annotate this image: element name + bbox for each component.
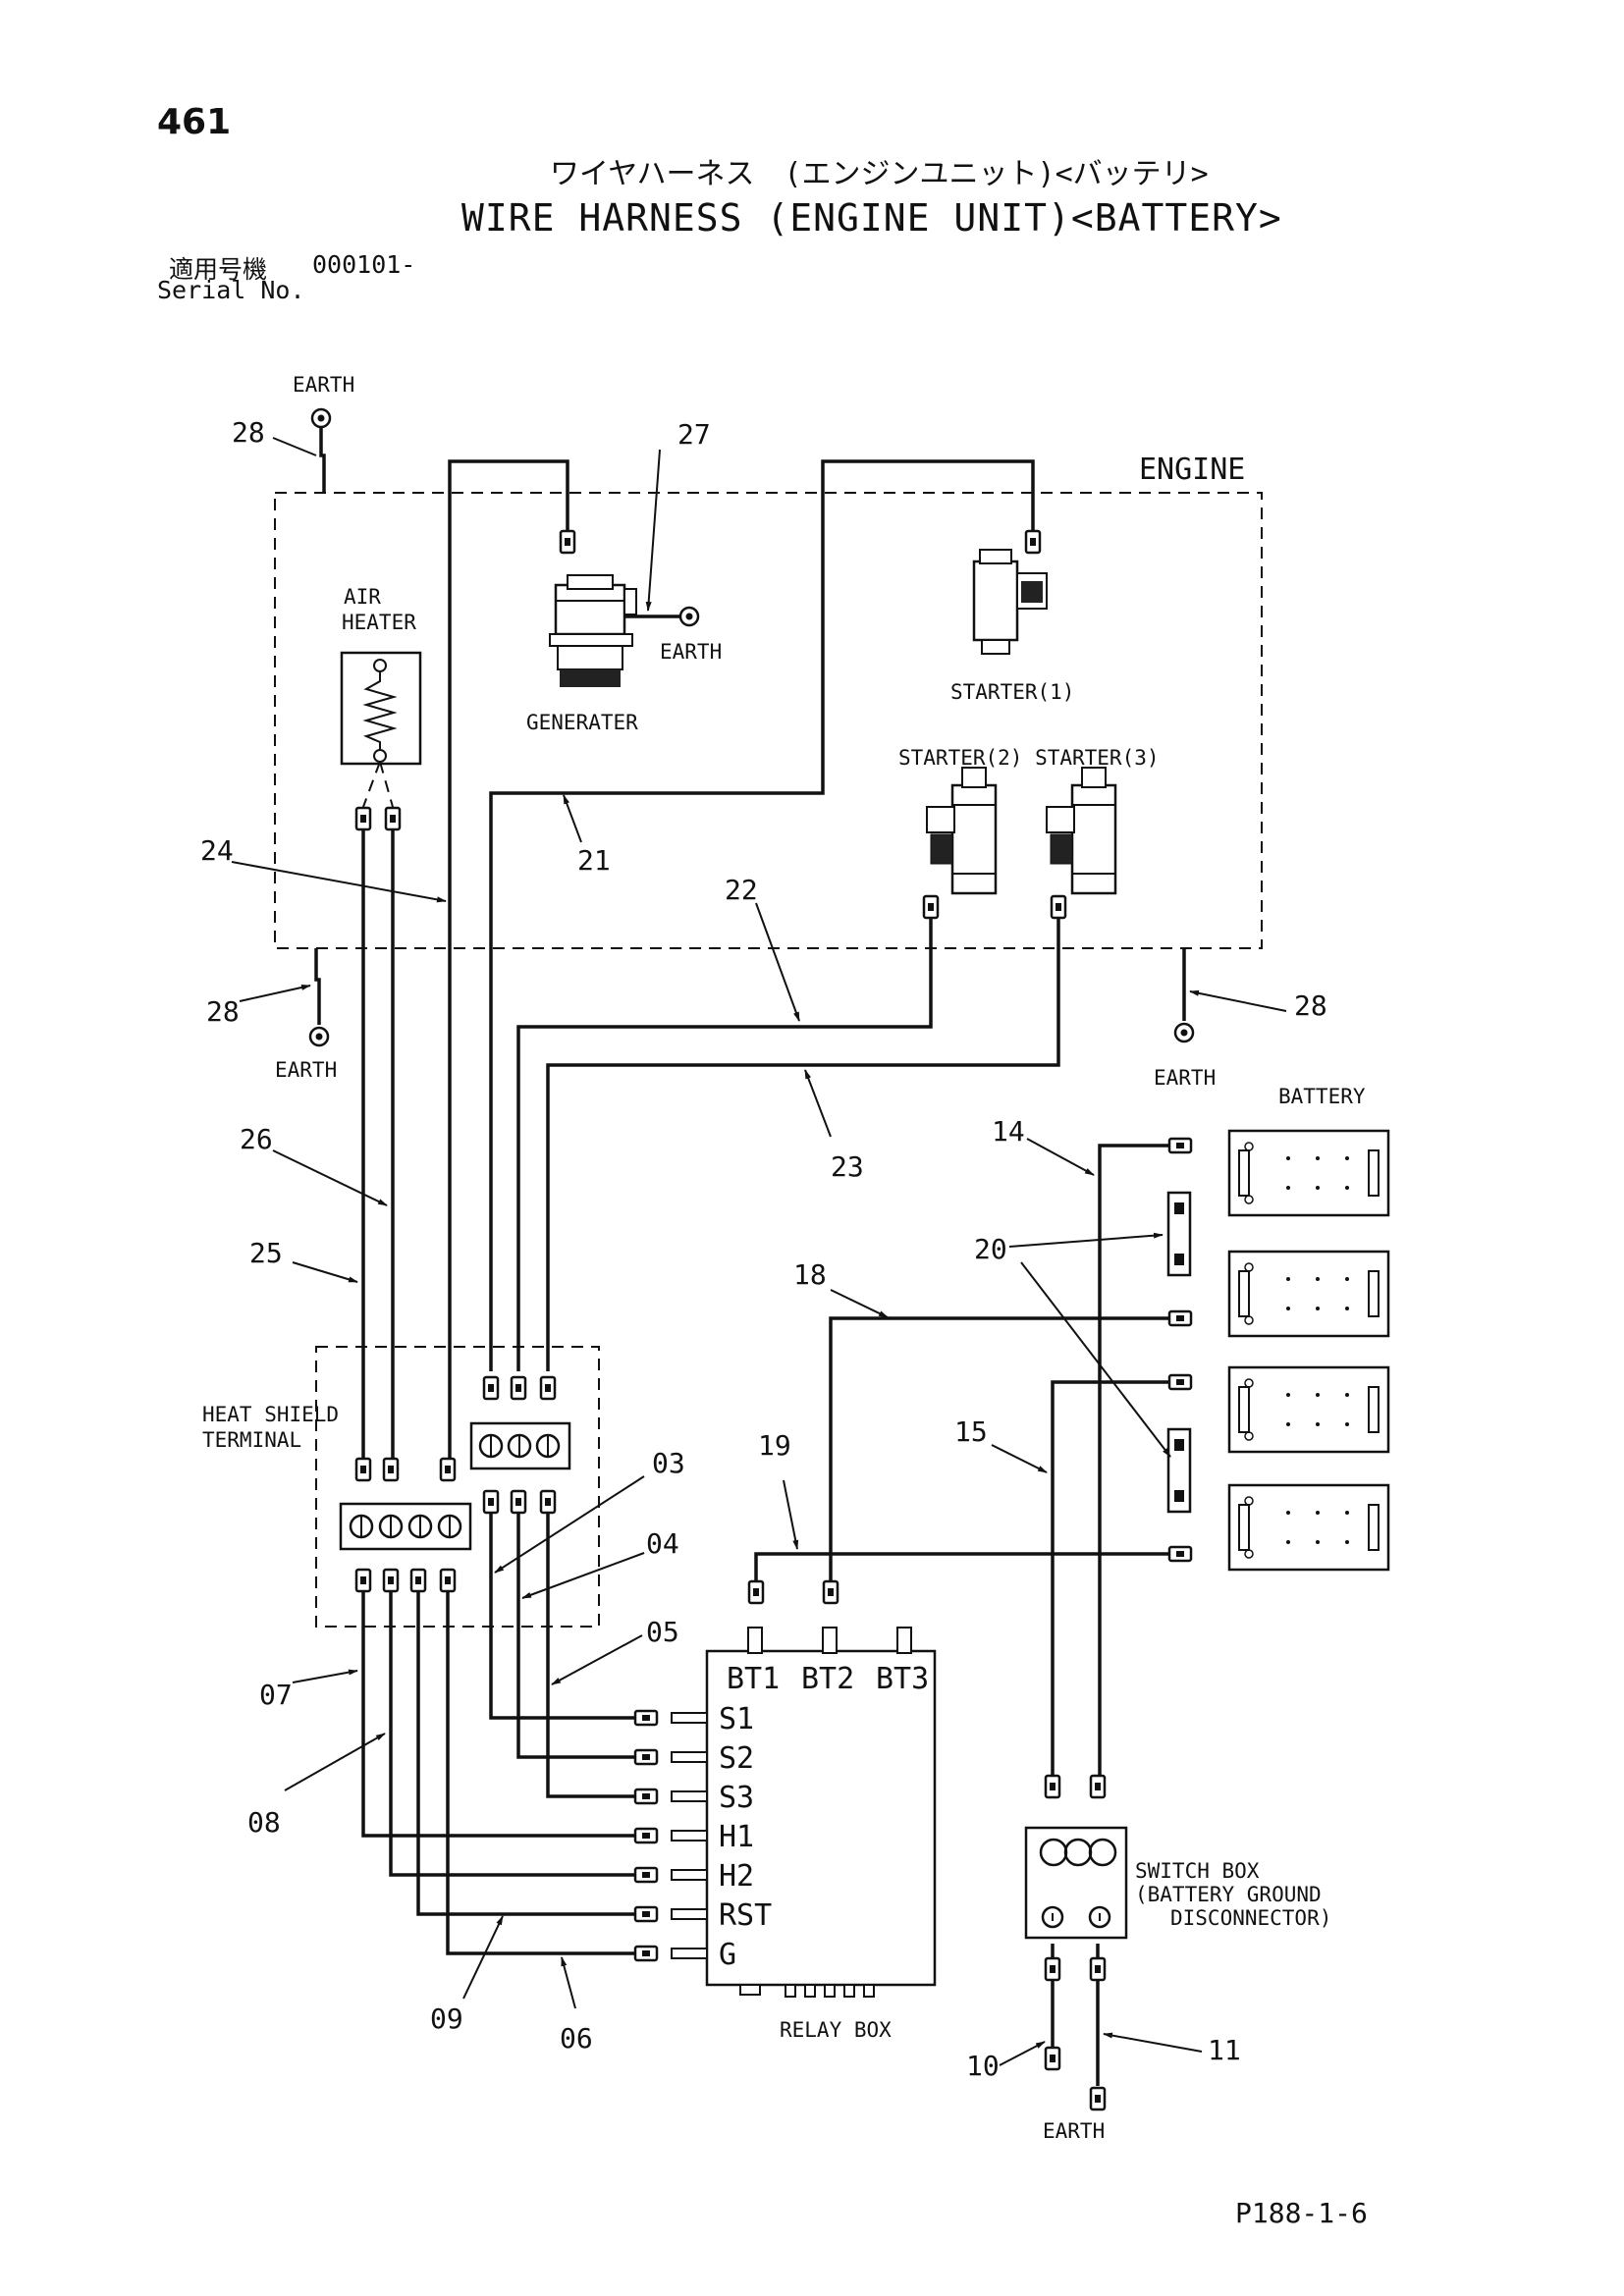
callout-21: 21 <box>577 844 611 877</box>
terminal-s1: S1 <box>719 1702 754 1736</box>
earth-label: EARTH <box>275 1058 337 1082</box>
wire-07 <box>361 1592 638 1838</box>
callout-28-left: 28 <box>206 995 240 1028</box>
wire-22 <box>516 909 933 1371</box>
switch-box-label-2: (BATTERY GROUND <box>1135 1883 1322 1906</box>
switch-box-label: SWITCH BOX <box>1135 1859 1260 1883</box>
wire-05 <box>546 1502 638 1798</box>
wire-04 <box>516 1502 638 1759</box>
switch-box-label-3: DISCONNECTOR) <box>1170 1906 1331 1930</box>
terminal-bt3: BT3 <box>876 1662 929 1696</box>
callouts: 28 27 24 21 22 23 28 28 26 25 14 20 18 1… <box>200 416 1327 2082</box>
callout-28: 28 <box>232 416 265 449</box>
earth-mid-left: EARTH <box>275 948 337 1082</box>
terminal-rst: RST <box>719 1898 772 1933</box>
wire-24 <box>448 459 569 1458</box>
callout-08: 08 <box>247 1806 281 1839</box>
earth-label: EARTH <box>293 373 354 397</box>
callout-06: 06 <box>560 2022 593 2055</box>
title-english: WIRE HARNESS (ENGINE UNIT)<BATTERY> <box>461 196 1282 240</box>
callout-24: 24 <box>200 834 234 867</box>
relay-box: BT1 BT2 BT3 S1 S2 S3 H1 H2 RST G RELAY B… <box>671 1627 937 2042</box>
wire-03 <box>489 1502 638 1720</box>
battery-label: BATTERY <box>1278 1085 1366 1108</box>
engine-label: ENGINE <box>1139 453 1245 487</box>
callout-28-right: 28 <box>1294 989 1327 1022</box>
terminal-h2: H2 <box>719 1859 754 1894</box>
callout-27: 27 <box>677 418 711 451</box>
relay-box-label: RELAY BOX <box>780 2018 892 2042</box>
terminal-block-4 <box>339 1502 472 1551</box>
callout-05: 05 <box>646 1616 679 1648</box>
callout-18: 18 <box>793 1258 827 1291</box>
battery-2 <box>1227 1250 1390 1338</box>
air-heater: AIR HEATER <box>340 585 422 808</box>
callout-07: 07 <box>259 1679 293 1711</box>
title-japanese: ワイヤハーネス (エンジンユニット)<バッテリ> <box>550 157 1209 191</box>
callout-14: 14 <box>992 1115 1025 1148</box>
serial-label-english: Serial No. <box>157 276 305 304</box>
wire-15 <box>1051 1380 1168 1775</box>
callout-04: 04 <box>646 1527 679 1560</box>
callout-23: 23 <box>831 1150 864 1183</box>
starter-2-3-label: STARTER(2) STARTER(3) <box>898 746 1160 770</box>
page-number: 461 <box>157 102 232 142</box>
starter-3 <box>1045 766 1117 895</box>
terminal-h1: H1 <box>719 1820 754 1854</box>
battery-3 <box>1227 1365 1390 1454</box>
starter-2 <box>925 766 998 895</box>
terminal-bt1: BT1 <box>727 1662 780 1696</box>
earth-label: EARTH <box>1043 2119 1105 2143</box>
callout-20: 20 <box>974 1233 1007 1265</box>
earth-right: EARTH <box>1154 948 1216 1090</box>
terminal-bt2: BT2 <box>801 1662 854 1696</box>
callout-10: 10 <box>966 2050 1000 2082</box>
callout-15: 15 <box>954 1415 988 1448</box>
wire-09 <box>416 1592 638 1916</box>
terminal-s2: S2 <box>719 1741 754 1776</box>
callout-11: 11 <box>1208 2034 1241 2066</box>
battery-4 <box>1227 1483 1390 1572</box>
earth-top-left: EARTH <box>293 373 354 493</box>
switch-box: SWITCH BOX (BATTERY GROUND DISCONNECTOR)… <box>1024 1826 1331 2143</box>
battery-jumper-upper <box>1166 1191 1192 1277</box>
callout-19: 19 <box>758 1429 791 1462</box>
generater: GENERATER <box>526 574 638 734</box>
wire-19 <box>754 1552 1168 1590</box>
serial-label-japanese: 適用号機 <box>169 255 268 284</box>
earth-label: EARTH <box>660 640 722 664</box>
callout-26: 26 <box>240 1123 273 1155</box>
battery-jumper-lower <box>1166 1427 1192 1514</box>
engine-boundary <box>274 492 1263 949</box>
terminal-s3: S3 <box>719 1781 754 1815</box>
serial-number-value: 000101- <box>312 250 416 279</box>
heat-shield-label: HEAT SHIELD <box>202 1403 339 1426</box>
wire-21 <box>489 459 1035 1371</box>
battery-1 <box>1227 1129 1390 1217</box>
starter-1-label: STARTER(1) <box>950 680 1074 704</box>
callout-09: 09 <box>430 2002 463 2035</box>
terminal-block-3 <box>469 1421 571 1470</box>
air-heater-label-2: HEATER <box>342 611 416 634</box>
drawing-code: P188-1-6 <box>1235 2197 1368 2229</box>
generater-label: GENERATER <box>526 711 638 734</box>
wire-23 <box>546 909 1060 1371</box>
generater-earth: EARTH <box>624 606 722 664</box>
heat-shield-label-2: TERMINAL <box>202 1428 301 1452</box>
callout-25: 25 <box>249 1237 283 1269</box>
terminal-g: G <box>719 1938 736 1972</box>
air-heater-label: AIR <box>344 585 381 609</box>
wire-06 <box>446 1592 638 1955</box>
callout-22: 22 <box>725 874 758 906</box>
heat-shield-boundary <box>315 1346 600 1628</box>
wire-14 <box>1098 1144 1168 1775</box>
wire-08 <box>389 1592 638 1877</box>
callout-03: 03 <box>652 1447 685 1479</box>
starter-1: STARTER(1) <box>950 549 1074 704</box>
wire-18 <box>829 1316 1168 1590</box>
earth-label: EARTH <box>1154 1066 1216 1090</box>
